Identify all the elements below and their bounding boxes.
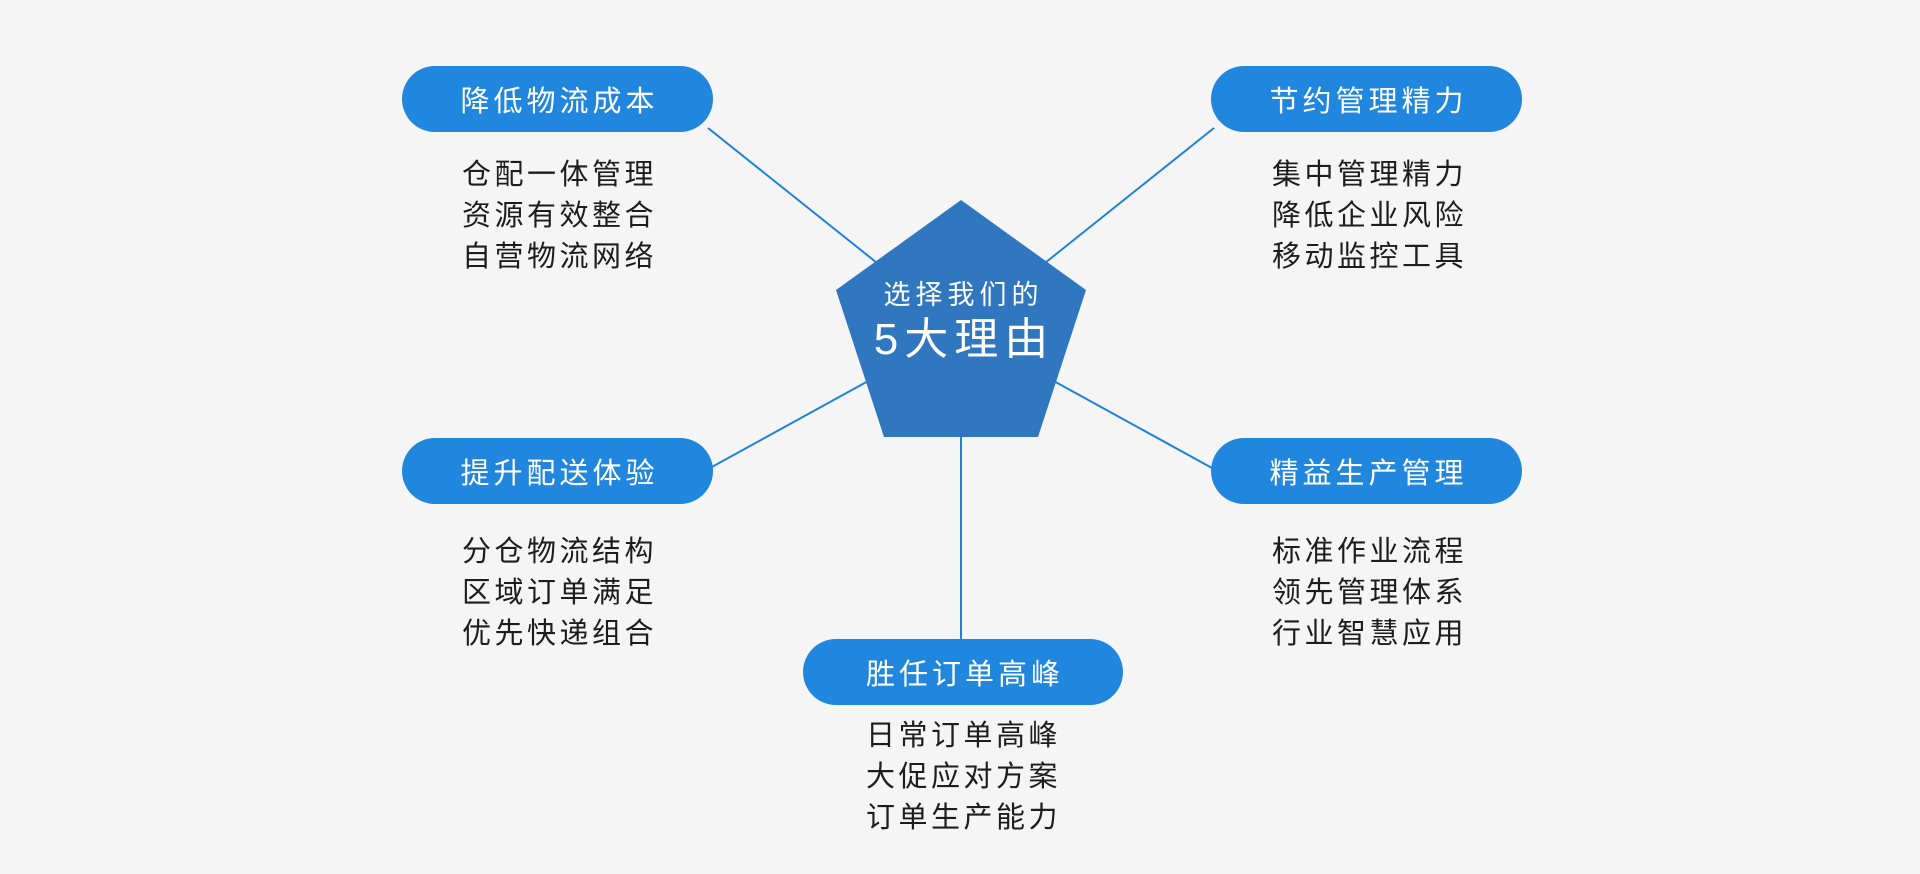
branch-item: 标准作业流程 [1272, 536, 1468, 568]
branch-item-list: 集中管理精力 降低企业风险 移动监控工具 [1272, 155, 1467, 278]
pentagon-shape [836, 200, 1086, 437]
branch-item-list: 分仓物流结构 区域订单满足 优先快递组合 [462, 532, 657, 655]
branch-item: 自营物流网络 [462, 241, 658, 273]
branch-item-list: 标准作业流程 领先管理体系 行业智慧应用 [1272, 532, 1467, 655]
branch-item: 领先管理体系 [1272, 577, 1468, 609]
branch-item: 区域订单满足 [462, 577, 658, 609]
branch-pill-save-management-effort: 节约管理精力 [1211, 66, 1522, 132]
branch-item: 集中管理精力 [1272, 159, 1468, 191]
branch-item: 行业智慧应用 [1272, 618, 1468, 650]
branch-title: 提升配送体验 [460, 458, 659, 490]
branch-item-list: 日常订单高峰 大促应对方案 订单生产能力 [866, 716, 1061, 839]
branch-item: 日常订单高峰 [866, 720, 1062, 752]
branch-pill-lean-production-management: 精益生产管理 [1211, 438, 1522, 504]
branch-item-list: 仓配一体管理 资源有效整合 自营物流网络 [462, 155, 657, 278]
branch-item: 订单生产能力 [866, 802, 1062, 834]
branch-item: 移动监控工具 [1272, 241, 1468, 273]
branch-item: 大促应对方案 [866, 761, 1062, 793]
branch-pill-handle-order-peaks: 胜任订单高峰 [803, 639, 1123, 705]
branch-pill-reduce-logistics-cost: 降低物流成本 [402, 66, 713, 132]
branch-item: 仓配一体管理 [462, 159, 658, 191]
branch-title: 降低物流成本 [460, 86, 659, 118]
branch-pill-improve-delivery-experience: 提升配送体验 [402, 438, 713, 504]
branch-title: 节约管理精力 [1269, 86, 1468, 118]
branch-item: 分仓物流结构 [462, 536, 658, 568]
branch-item: 降低企业风险 [1272, 200, 1468, 232]
branch-item: 资源有效整合 [462, 200, 658, 232]
branch-item: 优先快递组合 [462, 618, 658, 650]
branch-title: 胜任订单高峰 [865, 659, 1064, 691]
branch-title: 精益生产管理 [1269, 458, 1468, 490]
